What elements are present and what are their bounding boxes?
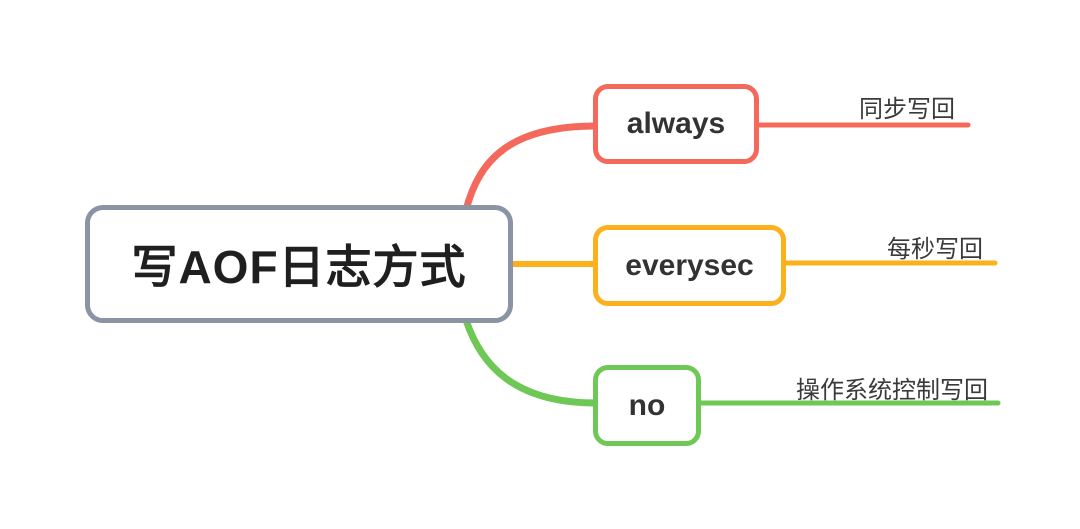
root-node[interactable]: 写AOF日志方式: [85, 205, 513, 323]
branch-node-always-label: always: [626, 107, 726, 140]
annotation-always: 同步写回: [859, 96, 955, 123]
branch-node-no[interactable]: no: [593, 365, 701, 446]
annotation-no: 操作系统控制写回: [796, 377, 988, 404]
branch-curve-no: [462, 316, 600, 407]
root-node-label: 写AOF日志方式: [131, 241, 467, 293]
branch-node-no-label: no: [628, 388, 666, 422]
branch-curve-always: [462, 122, 600, 214]
branch-node-always[interactable]: always: [593, 84, 759, 164]
branch-node-everysec[interactable]: everysec: [593, 225, 786, 306]
annotation-everysec: 每秒写回: [887, 236, 983, 263]
branch-node-everysec-label: everysec: [625, 248, 754, 282]
